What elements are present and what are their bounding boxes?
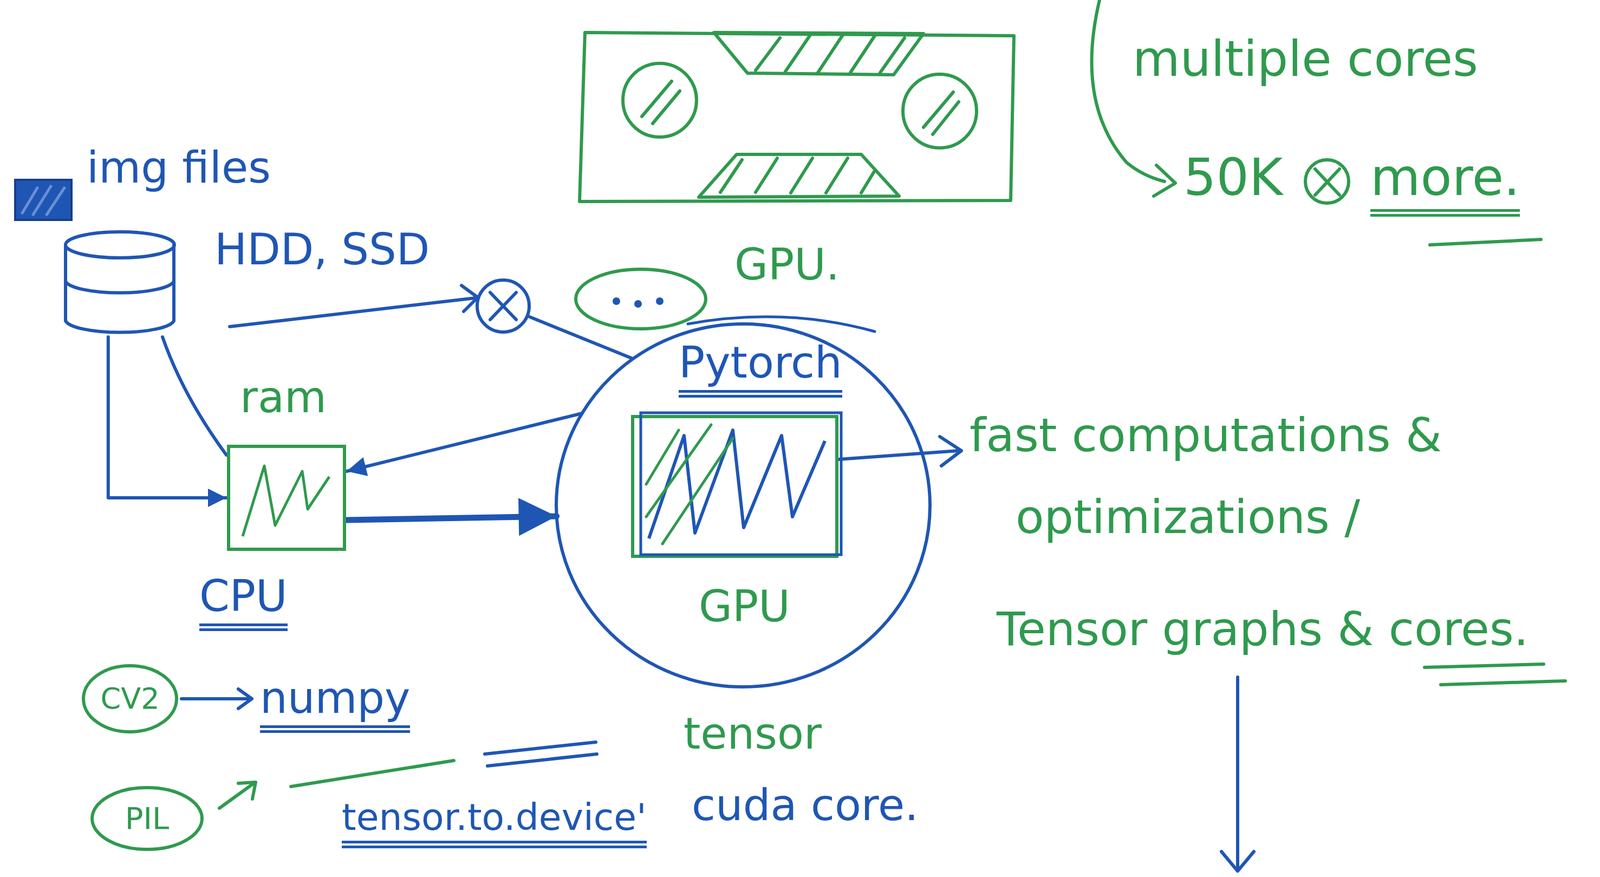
library-circle: PIL	[89, 785, 205, 852]
memory-blob-part	[634, 300, 642, 308]
storage-heading: img files	[86, 142, 271, 193]
arrow-head	[207, 488, 227, 507]
library-arrows-part	[238, 782, 256, 799]
note-text: optimizations /	[1015, 490, 1361, 544]
disk-cylinder: img filesHDD, SSD	[61, 229, 179, 337]
pytorch-gpu-circle-outline-part	[640, 412, 842, 555]
arrow-head	[346, 457, 368, 477]
connector-line	[346, 413, 583, 472]
pytorch-gpu-circle-outline-part	[632, 416, 837, 557]
underline-strokes-part	[1440, 680, 1566, 685]
gpu-card-sketch-part	[755, 35, 905, 73]
bracket-arrow	[1091, 0, 1176, 197]
output-arrow-part	[838, 450, 959, 460]
library-circle-outline-part	[92, 787, 203, 850]
output-arrow	[838, 436, 962, 466]
blocked-path	[229, 280, 633, 359]
underline-strokes	[1424, 664, 1566, 685]
connector-line	[162, 336, 227, 455]
blocked-path-part	[229, 297, 476, 327]
library-arrows-part	[238, 688, 252, 709]
disk-cylinder-outline	[61, 229, 179, 337]
library-circle: CV2	[81, 663, 179, 734]
blocked-path-part	[477, 280, 530, 333]
library-arrows-part	[484, 742, 597, 766]
gpu-card-sketch-part	[923, 92, 959, 135]
down-arrow-part	[1236, 677, 1240, 870]
gpu-card-sketch-part	[720, 158, 875, 193]
times-symbol-part	[1315, 168, 1340, 195]
memory-blob-part	[655, 297, 664, 305]
cpu-box-outline	[226, 444, 347, 552]
pytorch-gpu-circle: PytorchGPU	[554, 321, 933, 689]
cpu-box-outline-part	[228, 446, 345, 550]
disk-cylinder-outline-part-part	[65, 231, 175, 258]
note-text: more.	[1370, 147, 1520, 217]
blocked-path-part	[490, 292, 517, 320]
memory-note: ram	[239, 372, 327, 423]
flow-arrow	[346, 413, 583, 477]
flow-arrow	[346, 497, 557, 536]
gpu-card-sketch-part	[579, 32, 1014, 202]
note-text: fast computations &	[969, 408, 1442, 463]
library-note: numpy	[259, 673, 411, 733]
image-file-icon-part	[15, 179, 72, 220]
note-text: 50K	[1183, 147, 1283, 207]
library-arrows-part	[181, 697, 251, 701]
gpu-note: GPU.	[734, 239, 840, 290]
library-arrows-part	[219, 782, 255, 809]
storage-label: HDD, SSD	[214, 224, 430, 275]
gpu-label: GPU	[698, 581, 791, 632]
disk-cylinder-outline-part	[65, 231, 175, 333]
flow-arrow	[108, 336, 227, 507]
connector-line	[108, 336, 227, 498]
arrow-head	[518, 497, 557, 536]
bracket-arrow-part	[1091, 0, 1165, 182]
library-label: CV2	[100, 681, 160, 716]
library-circle-outline-part	[83, 665, 177, 732]
gpu-card-sketch-part	[641, 81, 680, 124]
gpu-card-sketch-part	[713, 32, 924, 75]
down-arrow	[1221, 677, 1254, 871]
blocked-path-part	[529, 316, 633, 359]
underline-strokes-part	[1424, 664, 1544, 668]
times-symbol-part	[1305, 159, 1349, 204]
times-symbol	[1305, 159, 1349, 204]
code-note: tensor.to.device'	[341, 796, 647, 849]
hardware-note: cuda core.	[691, 780, 919, 831]
cpu-box: CPU	[226, 444, 347, 552]
disk-cylinder-outline-part-part	[65, 244, 174, 321]
blocked-path-part	[461, 285, 478, 312]
tensor-note: tensor	[683, 709, 822, 759]
gpu-card-sketch-part	[902, 74, 977, 148]
pytorch-gpu-circle-outline-part	[646, 424, 733, 544]
cpu-box-outline-part	[242, 465, 330, 537]
gpu-card-sketch-part	[622, 63, 697, 138]
library-label: PIL	[125, 801, 169, 836]
gpu-card-sketch	[579, 32, 1014, 202]
pytorch-gpu-circle-outline-part	[556, 323, 930, 687]
framework-label: Pytorch	[678, 337, 843, 398]
down-arrow-part	[1221, 851, 1254, 871]
image-file-icon-part	[15, 179, 72, 220]
memory-blob-part	[612, 297, 621, 305]
memory-blob-part	[575, 269, 706, 329]
cpu-label: CPU	[199, 571, 288, 632]
disk-cylinder-outline-part-part	[65, 281, 174, 294]
gpu-card-sketch-part	[698, 154, 900, 198]
image-file-icon-part	[21, 185, 65, 216]
note-text: Tensor graphs & cores.	[996, 602, 1529, 656]
image-file-icon	[15, 179, 72, 220]
emphasis-stroke	[1429, 239, 1541, 245]
disk-cylinder-outline-part-part	[65, 320, 174, 333]
output-arrow-part	[939, 436, 962, 466]
bracket-arrow-part	[1153, 165, 1176, 197]
note-text: multiple cores	[1132, 30, 1479, 88]
library-arrows-part	[290, 760, 454, 787]
flow-arrow	[162, 336, 227, 455]
